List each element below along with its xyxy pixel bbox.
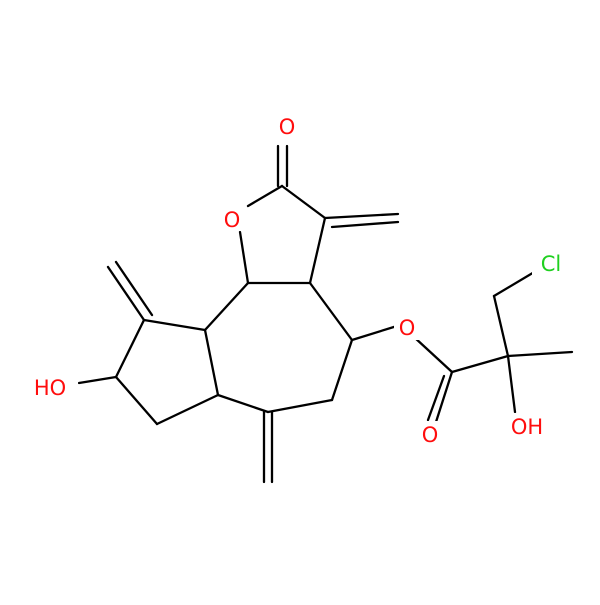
label-bg-o-ester-carbonyl bbox=[417, 421, 443, 447]
bond-oester-ccarbonyl bbox=[412, 335, 454, 374]
bond-cq-oh bbox=[506, 354, 517, 414]
ester-oxygen-label: O bbox=[399, 316, 416, 340]
bond-oring-c9b bbox=[238, 230, 250, 285]
bond-c6a-c9a bbox=[203, 328, 220, 397]
bond-c9-ch2 bbox=[106, 265, 146, 322]
bond-c2-c3 bbox=[280, 184, 327, 220]
bond-c8-oh bbox=[77, 375, 118, 385]
bond-cq-methyl bbox=[506, 350, 574, 358]
bond-c3a-c3 bbox=[308, 216, 327, 285]
bond-c7-c6a bbox=[155, 393, 220, 426]
bond-c9-c8 bbox=[114, 318, 146, 379]
carbonyl-oxygen-label: O bbox=[279, 115, 296, 139]
bond-ccarbonyl-o bbox=[434, 370, 454, 424]
hydroxyl-left-label: HO bbox=[34, 376, 66, 400]
bond-c9-ch2-double bbox=[114, 260, 154, 317]
bond-c6-c6a bbox=[216, 393, 270, 414]
bond-ch2-cl bbox=[492, 269, 538, 298]
bond-c3-ch2-double bbox=[330, 220, 400, 229]
ester-carbonyl-oxygen-label: O bbox=[422, 423, 439, 447]
label-bg-o-top bbox=[274, 113, 300, 139]
bond-c9a-c9 bbox=[142, 318, 207, 332]
label-bg-o-ester bbox=[394, 314, 420, 340]
ring-oxygen-label: O bbox=[224, 208, 241, 232]
bond-cq-ch2 bbox=[492, 294, 510, 358]
bond-c4-c5 bbox=[330, 338, 354, 402]
label-bg-oh-right bbox=[502, 413, 552, 439]
bond-c9a-c9b bbox=[203, 281, 250, 332]
bond-c8-c7 bbox=[114, 375, 159, 426]
label-bg-ho-left bbox=[22, 374, 78, 400]
label-bg-cl bbox=[532, 250, 572, 276]
bond-ccarbonyl-cq bbox=[450, 354, 510, 374]
chlorine-label: Cl bbox=[541, 252, 562, 276]
bond-ccarbonyl-o-double bbox=[426, 374, 446, 422]
bond-c3-ch2 bbox=[323, 212, 400, 220]
hydroxyl-right-label: OH bbox=[511, 415, 543, 439]
bonds bbox=[77, 144, 574, 484]
bond-c3a-c4 bbox=[308, 281, 354, 342]
label-bg-o-ring bbox=[219, 205, 245, 231]
bond-c4-oester bbox=[350, 324, 399, 342]
bond-c5-c6 bbox=[266, 398, 334, 414]
bond-c2-oring bbox=[246, 184, 284, 208]
atom-labels: O O O O HO OH Cl bbox=[22, 113, 572, 447]
